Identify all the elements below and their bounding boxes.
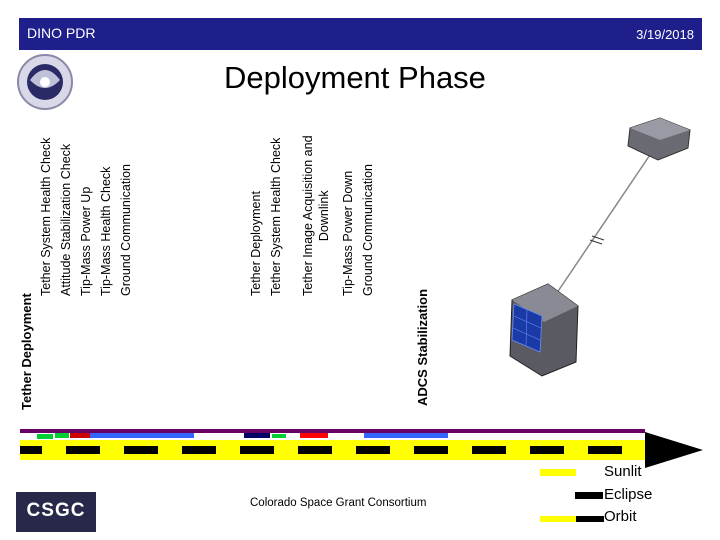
legend-swatch-orbit-yellow xyxy=(540,516,576,522)
phase-item: Ground Communication xyxy=(361,163,375,296)
spacecraft-diagram xyxy=(509,117,691,377)
legend-label-orbit: Orbit xyxy=(604,508,637,525)
legend-swatches xyxy=(540,469,604,522)
dino-emblem-icon xyxy=(17,54,73,110)
phase-item-image-acquisition: Tether Image Acquisition and Downlink xyxy=(301,135,331,296)
csgc-logo-text: CSGC xyxy=(26,500,86,521)
phase-segments xyxy=(37,432,448,439)
legend-swatch-eclipse xyxy=(575,492,603,499)
phase-item: Tether System Health Check xyxy=(39,137,53,296)
footer-organization: Colorado Space Grant Consortium xyxy=(250,497,427,509)
legend-label-sunlit: Sunlit xyxy=(604,463,642,480)
main-satellite-icon xyxy=(509,283,579,377)
header-title: DINO PDR xyxy=(27,25,96,41)
phase-heading-tether-deployment: Tether Deployment xyxy=(19,293,34,410)
phase-item: Tip-Mass Power Up xyxy=(79,186,93,296)
legend-swatch-orbit-black xyxy=(576,516,604,522)
phase-item: Tether System Health Check xyxy=(269,137,283,296)
phase-heading-adcs-stabilization: ADCS Stabilization xyxy=(415,288,430,406)
phase-group-2-items: Tether Deployment Tether System Health C… xyxy=(246,138,286,296)
phase-item: Tether Deployment xyxy=(249,191,263,296)
header-bar: DINO PDR 3/19/2018 xyxy=(19,18,702,50)
tether-line xyxy=(539,139,661,319)
legend-label-eclipse: Eclipse xyxy=(604,486,653,503)
header-date: 3/19/2018 xyxy=(636,27,694,42)
phase-item: Tip-Mass Power Down xyxy=(341,170,355,296)
orbit-bar xyxy=(20,432,703,468)
phase-group-1-items: Tether System Health Check Attitude Stab… xyxy=(36,138,136,296)
page-title: Deployment Phase xyxy=(224,60,486,95)
phase-item: Attitude Stabilization Check xyxy=(59,143,73,296)
phase-group-2-items-b: Tip-Mass Power Down Ground Communication xyxy=(338,164,378,296)
phase-item: Ground Communication xyxy=(119,163,133,296)
tip-mass-icon xyxy=(627,117,691,161)
legend-swatch-sunlit xyxy=(540,469,576,476)
timeline-arrow-icon xyxy=(645,432,703,468)
csgc-logo: CSGC xyxy=(16,492,96,532)
phase-item: Tip-Mass Health Check xyxy=(99,166,113,296)
